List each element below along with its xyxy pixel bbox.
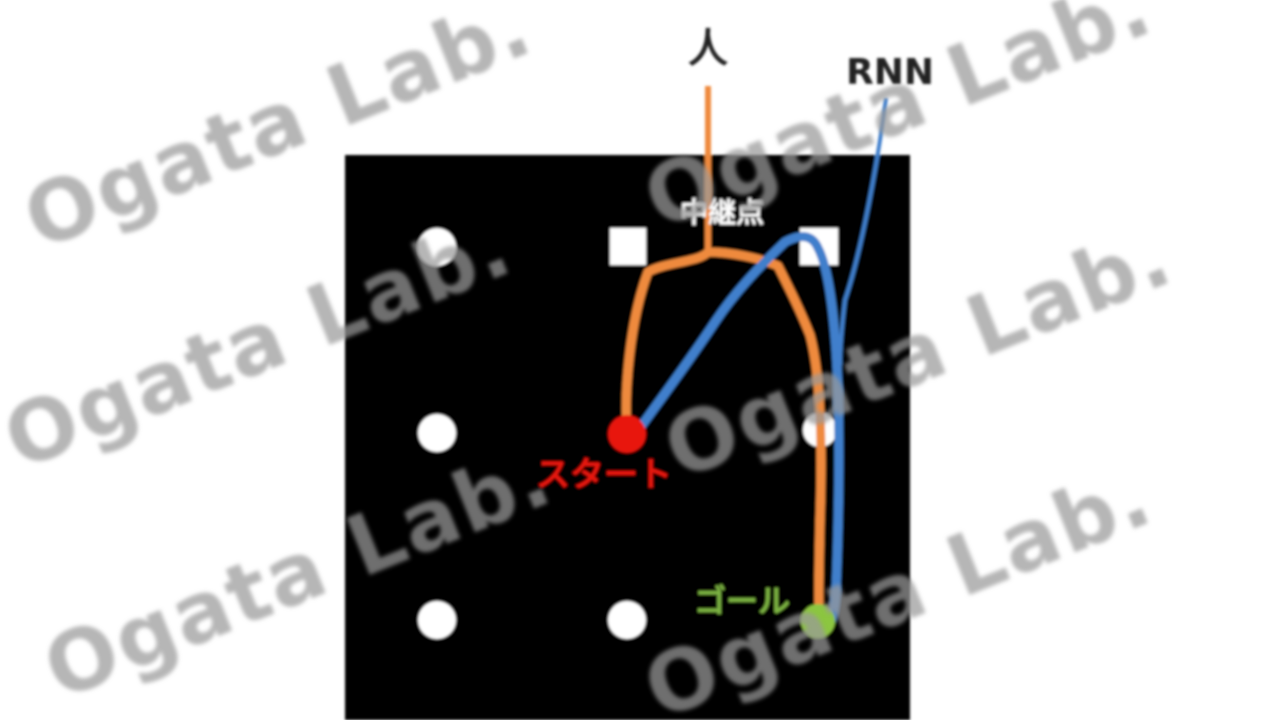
goal-label: ゴール [694,582,790,620]
waypoint-box-left [610,228,646,265]
rnn-label: RNN [846,52,934,93]
marker-circle-bottom-left [418,601,456,639]
human-label: 人 [688,26,728,72]
marker-circle-bottom-center [608,601,646,639]
human-trajectory [621,247,826,635]
diagram-content: 人 RNN 中継点 スタート ゴール [345,26,934,720]
start-label: スタート [536,455,672,495]
marker-circle-top-left [418,228,456,266]
marker-circle-mid-left [418,414,456,452]
waypoint-label: 中継点 [680,196,764,229]
goal-point [801,604,835,638]
start-point [608,415,646,453]
rnn-leader-line [838,97,888,366]
rnn-trajectory [635,232,844,633]
